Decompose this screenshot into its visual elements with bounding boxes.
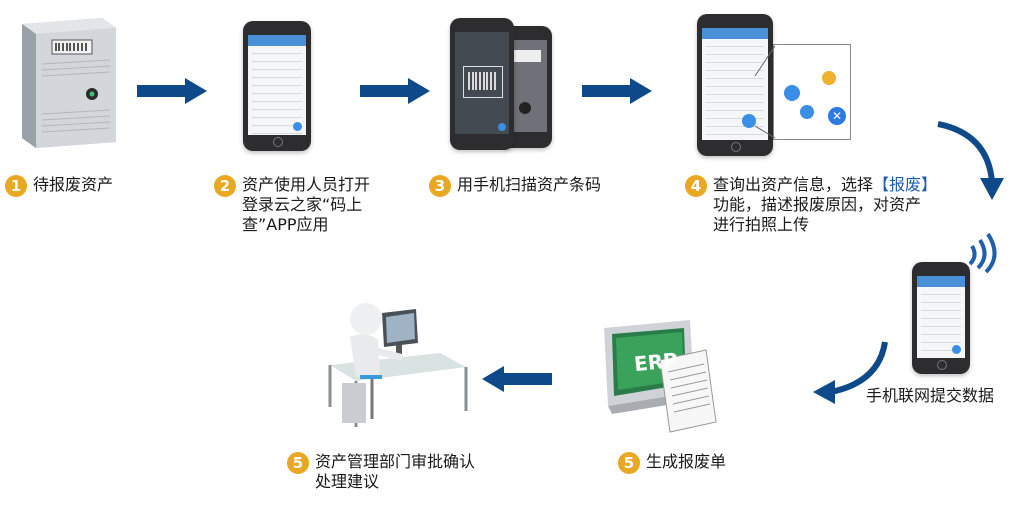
step-4: 4 查询出资产信息，选择【报废】 功能，描述报废原因，对资产 进行拍照上传	[685, 175, 937, 235]
step-2-label-line2: 登录云之家“码上	[242, 195, 363, 214]
curved-arrow-down-icon	[937, 121, 1004, 200]
step-1-label: 待报废资产	[33, 175, 114, 194]
step-1: 1 待报废资产	[5, 175, 113, 197]
step-5-approval-label-line2: 处理建议	[315, 472, 380, 491]
step-3-label: 用手机扫描资产条码	[457, 175, 602, 194]
curved-arrow-left-icon	[813, 341, 888, 404]
step-number-badge: 2	[214, 175, 236, 197]
step-4-label-line2: 功能，描述报废原因，对资产	[713, 195, 922, 214]
step-2: 2 资产使用人员打开 登录云之家“码上 查”APP应用	[214, 175, 370, 235]
erp-illustration: ERP	[598, 320, 718, 435]
approver-desk-illustration	[320, 295, 470, 435]
step-4-accent-label: 【报废】	[873, 175, 938, 194]
step-5-approval: 5 资产管理部门审批确认 处理建议	[287, 452, 475, 492]
server-illustration	[12, 14, 122, 149]
step-4-label-line3: 进行拍照上传	[713, 215, 810, 234]
step-3: 3 用手机扫描资产条码	[429, 175, 601, 197]
step-5-approval-label-line1: 资产管理部门审批确认	[315, 452, 476, 471]
step-2-label-line1: 资产使用人员打开	[242, 175, 371, 194]
submit-data-label: 手机联网提交数据	[866, 386, 995, 405]
arrow-right-icon	[582, 78, 652, 104]
submit-phone-illustration	[912, 262, 970, 374]
asset-info-phone-illustration: ✕	[695, 14, 855, 159]
step-5-erp: 5 生成报废单	[618, 452, 726, 474]
step-4-label-line1: 查询出资产信息，选择	[713, 175, 874, 194]
scan-phones-illustration	[448, 18, 558, 153]
arrow-right-icon	[137, 78, 207, 104]
step-2-label-line3: 查”APP应用	[242, 215, 329, 234]
step-5-erp-label: 生成报废单	[646, 452, 727, 471]
step-number-badge: 1	[5, 175, 27, 197]
wifi-signal-icon	[968, 232, 997, 274]
erp-label: ERP	[632, 347, 679, 377]
phone-app-illustration	[243, 21, 311, 151]
arrow-right-icon	[360, 78, 430, 104]
step-number-badge: 5	[618, 452, 640, 474]
step-number-badge: 3	[429, 175, 451, 197]
arrow-left-icon	[482, 366, 552, 392]
step-number-badge: 5	[287, 452, 309, 474]
step-number-badge: 4	[685, 175, 707, 197]
